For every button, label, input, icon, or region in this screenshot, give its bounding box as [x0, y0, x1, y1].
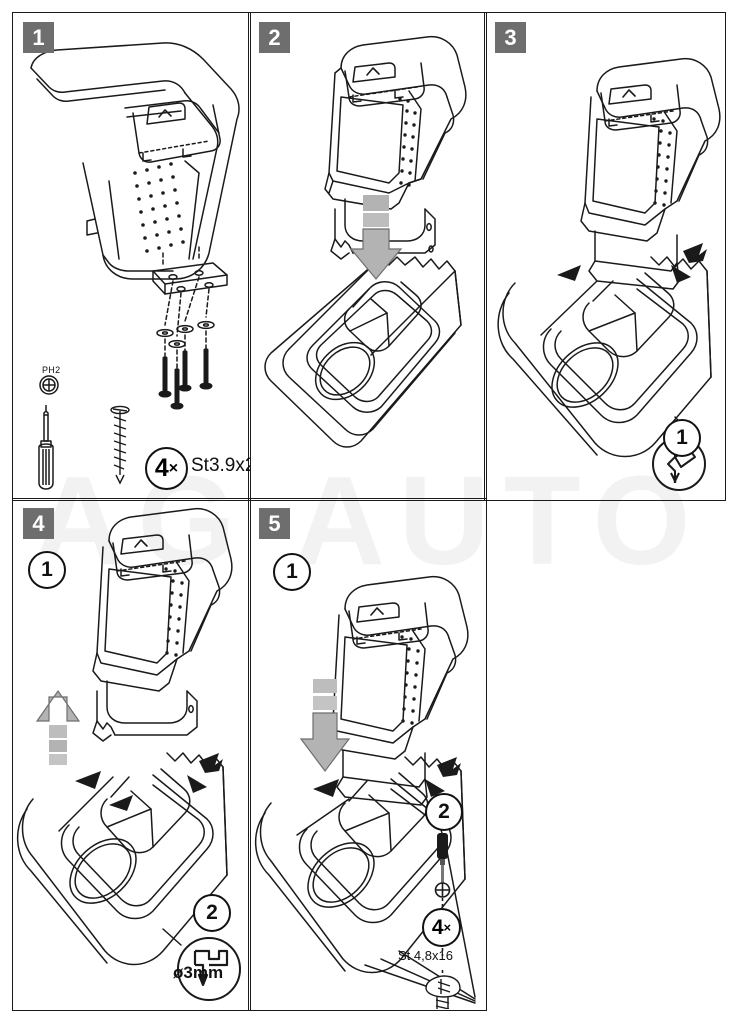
- panel-1-number: 1: [23, 22, 54, 53]
- panel-5-number: 5: [259, 508, 290, 539]
- panel-5-artwork: [254, 575, 476, 1004]
- panel-3: 3 1: [484, 12, 726, 501]
- panel-2-number: 2: [259, 22, 290, 53]
- quantity-badge-1: 4×: [145, 447, 188, 490]
- panel-2: 2: [248, 12, 487, 501]
- panel-3-number: 3: [495, 22, 526, 53]
- panel-1-artwork: [30, 42, 240, 490]
- panel-4-callout-badge: 2: [193, 894, 231, 932]
- panel-grid: 1 PH2 4× St3.9x25: [12, 12, 726, 1011]
- panel-4-number: 4: [23, 508, 54, 539]
- screw-spec-label-1: St3.9x25: [191, 455, 250, 476]
- driver-bit-label: PH2: [42, 365, 61, 375]
- quantity-value: 4: [154, 454, 169, 482]
- quantity-suffix: ×: [168, 459, 179, 477]
- panel-4: 4 1 2 ø3mm: [12, 498, 251, 1011]
- panel-5: 5 1: [248, 498, 487, 1011]
- drill-size-label: ø3mm: [173, 963, 224, 982]
- panel-4-step-ref: 1: [28, 551, 66, 589]
- panel-1: 1 PH2 4× St3.9x25: [12, 12, 251, 501]
- panel-3-step-ref: 1: [663, 419, 701, 457]
- panel-5-step-ref: 1: [273, 553, 311, 591]
- panel-2-artwork: [264, 35, 467, 448]
- panel-4-artwork: [16, 507, 241, 1001]
